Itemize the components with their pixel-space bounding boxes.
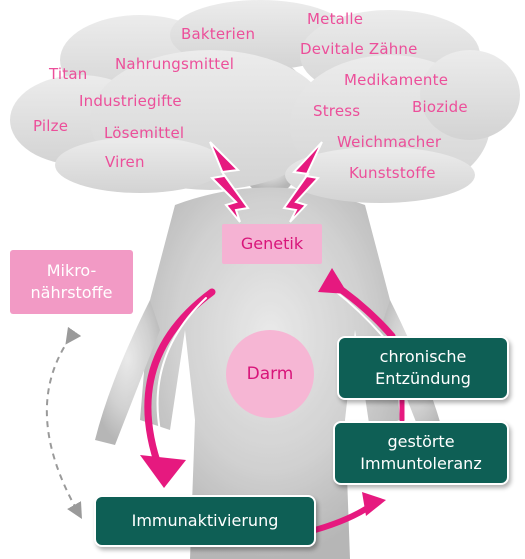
node-gestoert-line2: Immuntoleranz [360, 453, 481, 475]
node-mikro-line1: Mikro- [47, 260, 97, 282]
arrowhead-right [362, 492, 386, 516]
toxin-viren: Viren [105, 153, 145, 171]
node-immunaktivierung-label: Immunaktivierung [132, 510, 279, 532]
toxin-metalle: Metalle [307, 10, 363, 28]
toxin-titan: Titan [49, 65, 87, 83]
node-darm: Darm [226, 330, 314, 418]
node-genetik: Genetik [222, 224, 322, 264]
node-chronisch-line1: chronische [380, 346, 467, 368]
toxin-biozide: Biozide [412, 98, 468, 116]
node-genetik-label: Genetik [241, 233, 303, 255]
toxin-pilze: Pilze [33, 117, 68, 135]
toxin-industriegifte: Industriegifte [79, 92, 182, 110]
toxin-bakterien: Bakterien [181, 25, 255, 43]
dashed-arrow [47, 338, 78, 512]
toxin-kunststoffe: Kunststoffe [349, 164, 436, 182]
toxin-weichmacher: Weichmacher [337, 133, 441, 151]
toxin-medikamente: Medikamente [344, 71, 448, 89]
node-gestoerte-immuntoleranz: gestörte Immuntoleranz [333, 421, 509, 485]
toxin-stress: Stress [313, 102, 360, 120]
toxin-devitale-zaehne: Devitale Zähne [300, 40, 418, 58]
node-gestoert-line1: gestörte [387, 431, 454, 453]
node-chronisch-line2: Entzündung [375, 368, 471, 390]
node-darm-label: Darm [247, 364, 294, 384]
arrowhead-down [140, 455, 186, 488]
node-mikro-line2: nährstoffe [31, 282, 113, 304]
toxin-loesemittel: Lösemittel [104, 124, 184, 142]
node-mikronaehrstoffe: Mikro- nährstoffe [10, 250, 133, 314]
node-chronische-entzuendung: chronische Entzündung [337, 336, 509, 400]
toxin-nahrungsmittel: Nahrungsmittel [115, 55, 234, 73]
node-immunaktivierung: Immunaktivierung [94, 495, 316, 547]
